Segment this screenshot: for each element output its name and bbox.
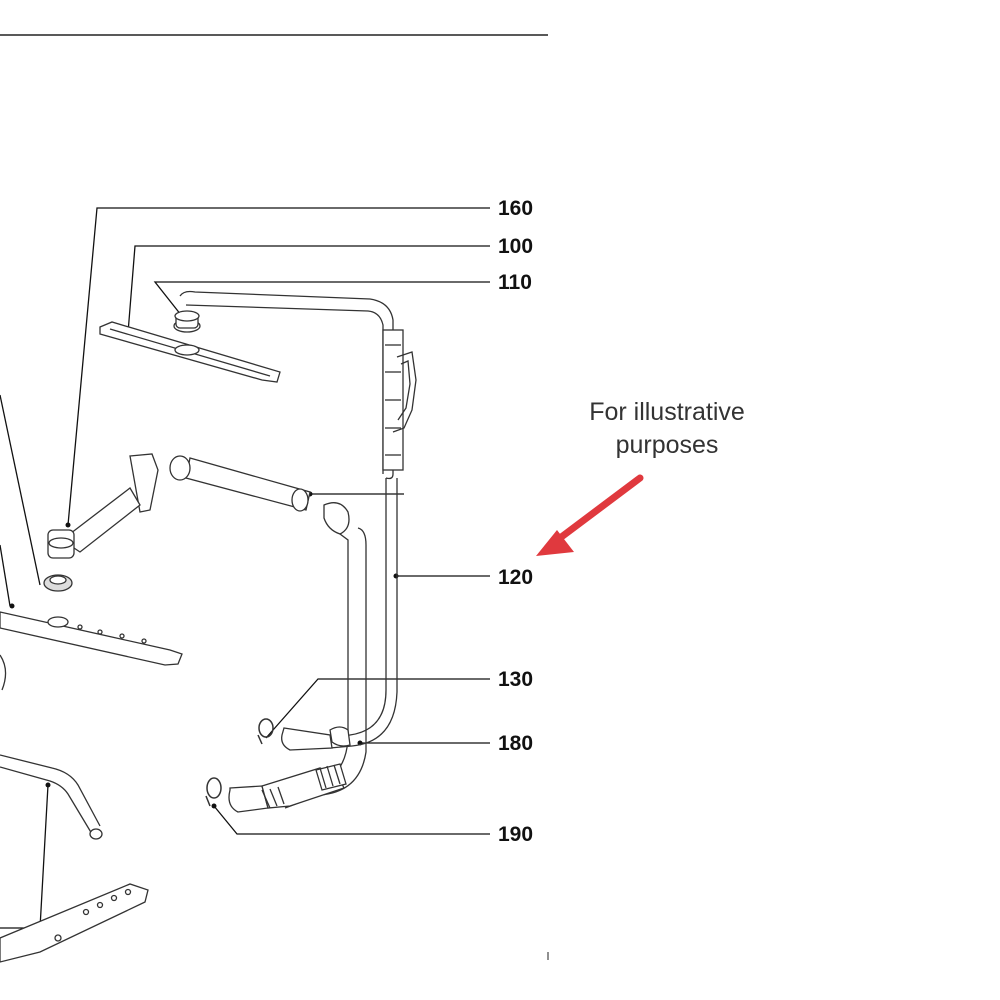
callout-130: 130: [498, 668, 534, 691]
note-line-1: For illustrative: [589, 398, 745, 426]
leader-130: [265, 678, 490, 739]
leader-left-a: [0, 394, 41, 586]
callout-100: 100: [498, 235, 534, 258]
callout-110: 110: [498, 271, 532, 294]
clamps: [205, 718, 274, 807]
leader-lines: [0, 207, 490, 929]
leader-160: [67, 207, 490, 526]
lower-pipe: [0, 754, 103, 840]
callout-120: 120: [498, 566, 534, 589]
leader-190: [213, 805, 490, 835]
bottom-rail: [0, 883, 149, 963]
leader-100: [127, 245, 490, 334]
upper-spray-arm: [99, 310, 281, 383]
lower-spray-arm: [0, 611, 183, 666]
note-line-2: purposes: [615, 431, 719, 459]
leader-left-b: [0, 544, 11, 607]
middle-spray-arm: [43, 453, 350, 592]
illustrative-note: For illustrative purposes: [560, 396, 774, 462]
callout-190: 190: [498, 823, 534, 846]
supply-pipe: [179, 290, 417, 749]
callout-160: 160: [498, 197, 534, 220]
leader-110: [153, 281, 490, 321]
callout-180: 180: [498, 732, 534, 755]
leader-left-c: [0, 784, 49, 929]
red-arrow-icon: [536, 474, 644, 556]
connection-hose: [228, 527, 367, 813]
